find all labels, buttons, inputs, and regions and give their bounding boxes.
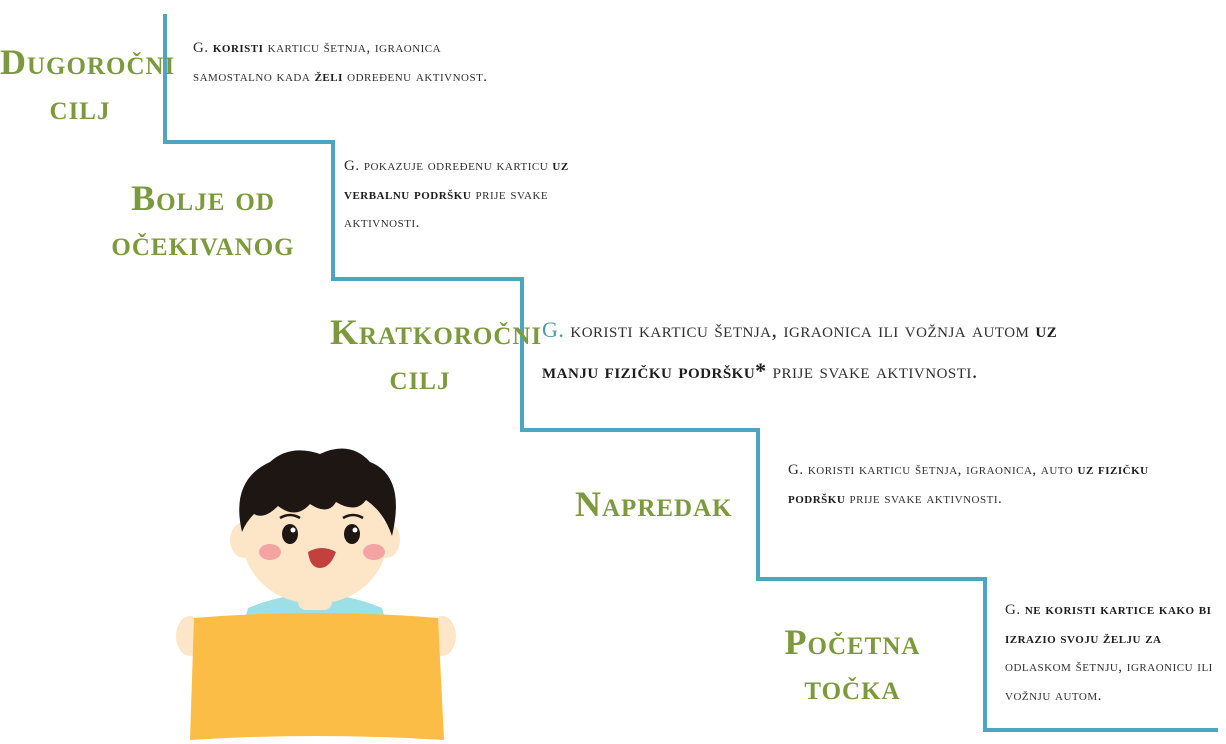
level-label-bolje-od-ocekivanog: Bolje od očekivanog xyxy=(108,176,298,266)
level-label-line: Početna xyxy=(784,622,921,662)
description-text: G. xyxy=(542,317,565,342)
level-description-kratkorocni-cilj: G. koristi karticu šetnja, igraonica ili… xyxy=(542,310,1102,391)
level-description-bolje-od-ocekivanog: G. pokazuje određenu karticu uz verbalnu… xyxy=(344,152,584,238)
boy-head xyxy=(243,476,387,604)
boy-hair xyxy=(239,448,396,536)
description-text: određenu aktivnost. xyxy=(342,68,488,85)
emphasized-text: uz fizičku podršku xyxy=(788,462,1149,507)
description-text: G. pokazuje određenu karticu xyxy=(344,158,553,174)
level-label-dugorocni-cilj: Dugoročni cilj xyxy=(0,40,176,130)
emphasized-text: uz verbalnu podršku xyxy=(344,158,569,203)
boy-cheek-left xyxy=(259,544,281,560)
level-label-line: cilj xyxy=(49,87,111,127)
emphasized-text: uz manju fizičku podršku* xyxy=(542,317,1058,383)
level-label-kratkorocni-cilj: Kratkoročni cilj xyxy=(330,310,543,400)
emphasized-text: želi xyxy=(314,68,343,85)
description-text: odlaskom šetnju, igraonicu ili vožnju au… xyxy=(1005,659,1213,704)
boy-eye-left xyxy=(282,524,298,544)
level-label-line: Dugoročni xyxy=(0,42,176,82)
description-text: karticu šetnja, igraonica samostalno kad… xyxy=(193,40,442,85)
level-label-pocetna-tocka: Početna točka xyxy=(770,620,935,710)
level-label-line: Bolje od xyxy=(131,178,275,218)
emphasized-text: koristi xyxy=(212,40,264,56)
level-label-line: točka xyxy=(804,667,901,707)
level-description-dugorocni-cilj: G. koristi karticu šetnja, igraonica sam… xyxy=(193,34,523,91)
boy-cheek-right xyxy=(363,544,385,560)
boy-mouth xyxy=(308,548,336,568)
description-text: prije svake aktivnosti. xyxy=(845,490,1003,507)
description-text: G. xyxy=(1005,602,1025,618)
description-text: prije svake aktivnosti. xyxy=(344,186,549,232)
emphasized-text: ne koristi kartice kako bi izrazio svoju… xyxy=(1005,602,1212,647)
level-label-line: očekivanog xyxy=(111,223,295,263)
description-text: G. koristi karticu šetnja, igraonica, au… xyxy=(788,462,1078,478)
sign-board xyxy=(190,613,444,740)
level-description-napredak: G. koristi karticu šetnja, igraonica, au… xyxy=(788,456,1188,513)
level-label-line: cilj xyxy=(389,357,451,397)
description-text: prije svake aktivnosti. xyxy=(766,357,978,383)
description-text: koristi karticu šetnja, igraonica ili vo… xyxy=(564,317,1036,342)
boy-holding-sign-illustration xyxy=(176,448,456,740)
level-label-line: Kratkoročni xyxy=(330,312,543,352)
level-description-pocetna-tocka: G. ne koristi kartice kako bi izrazio sv… xyxy=(1005,596,1225,710)
boy-eye-right xyxy=(344,524,360,544)
description-text: G. xyxy=(193,40,213,56)
level-label-line: Napredak xyxy=(575,484,733,524)
level-label-napredak: Napredak xyxy=(575,482,733,527)
